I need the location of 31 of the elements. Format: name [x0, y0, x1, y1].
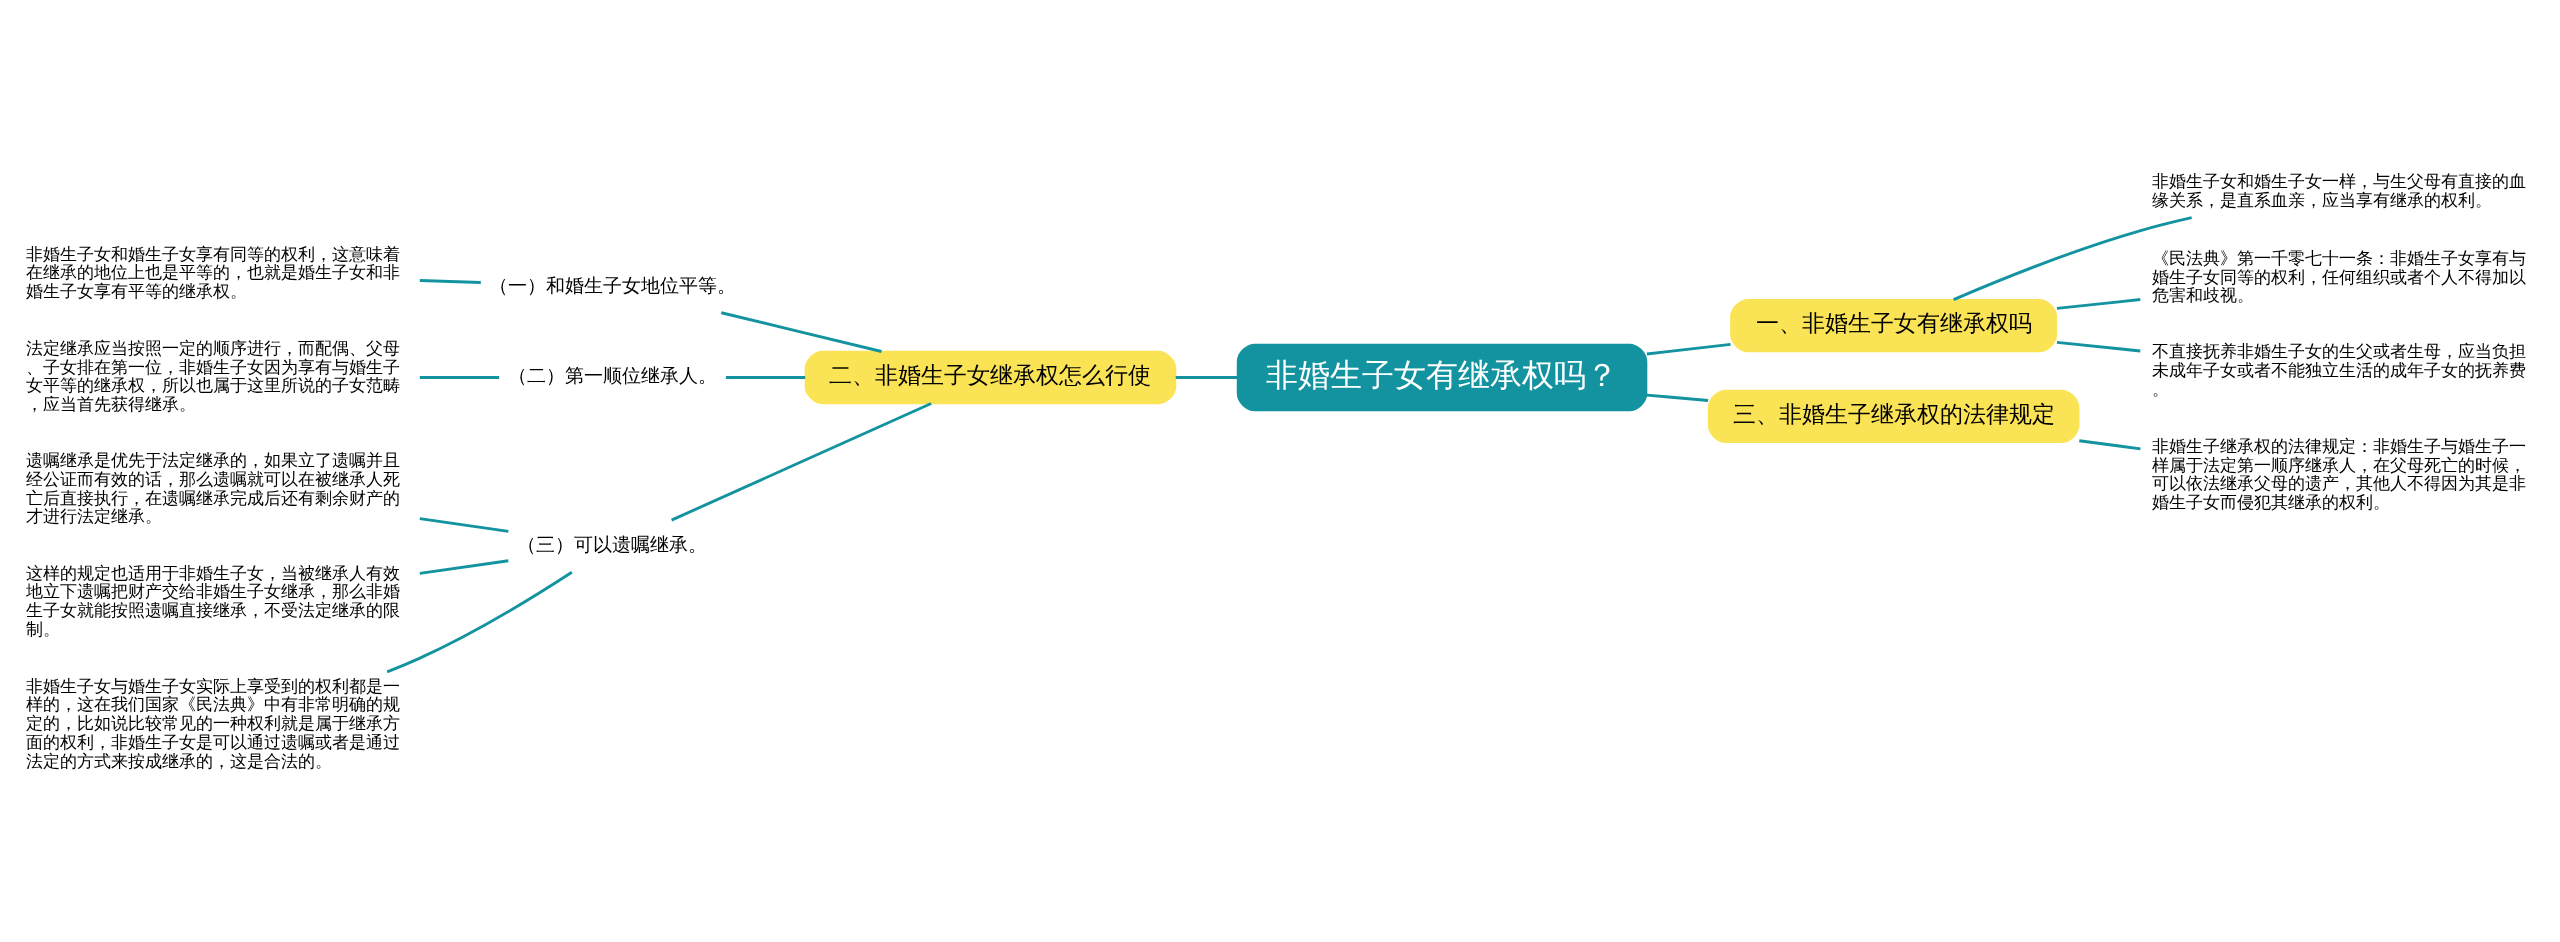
node-text: 法定继承应当按照一定的顺序进行，而配偶、父母、子女排在第一位，非婚生子女因为享有与婚生子女平等的继承权，所以也属于这里所说的子女范畴，应当首先获得继承。 [26, 337, 401, 414]
connector [419, 278, 481, 284]
connector [2056, 297, 2141, 310]
connector [2079, 438, 2141, 450]
connector [1175, 375, 1238, 379]
node-text: （二）第一顺位继承人。 [507, 364, 717, 386]
node-box: 非婚生子女有继承权吗？ [1236, 343, 1648, 411]
node-text: 非婚生子继承权的法律规定：非婚生子与婚生子一样属于法定第一顺序继承人，在父母死亡的时候，可以依法继承父母的遗产，其他人不得因为其是非婚生子女而侵犯其继承的权利。 [2152, 435, 2527, 512]
connector [1646, 342, 1731, 355]
connector [386, 570, 573, 673]
node-text: 非婚生子女和婚生子女享有同等的权利，这意味着在继承的地位上也是平等的，也就是婚生子女和非婚生子女享有平等的继承权。 [26, 243, 401, 301]
connector [419, 558, 509, 575]
node-text: 非婚生子女和婚生子女一样，与生父母有直接的血缘关系，是直系血亲，应当享有继承的权利。 [2152, 170, 2527, 210]
connector [1646, 393, 1709, 402]
node-text: （一）和婚生子女地位平等。 [488, 274, 736, 296]
connector [419, 516, 509, 533]
node-text: 非婚生子女与婚生子女实际上享受到的权利都是一样的，这在我们国家《民法典》中有非常明确的规定的，比如说比较常见的一种权利就是属于继承方面的权利，非婚生子女是可以通过遗嘱或者是通过法定的方式来按成继承的，这是合法的。 [26, 675, 401, 771]
node-text: 遗嘱继承是优先于法定继承的，如果立了遗嘱并且经公证而有效的话，那么遗嘱就可以在被继承人死亡后直接执行，在遗嘱继承完成后还有剩余财产的才进行法定继承。 [26, 449, 401, 526]
node-text: 不直接抚养非婚生子女的生父或者生母，应当负担未成年子女或者不能独立生活的成年子女的抚养费。 [2152, 340, 2527, 399]
connector [1953, 215, 2192, 301]
node-box: 三、非婚生子继承权的法律规定 [1707, 389, 2080, 443]
connector [2056, 340, 2141, 352]
node-text: （三）可以遗嘱继承。 [517, 533, 708, 555]
connector [671, 401, 932, 521]
node-text: 《民法典》第一千零七十一条：非婚生子女享有与婚生子女同等的权利，任何组织或者个人不得加以危害和歧视。 [2152, 247, 2527, 305]
connector [720, 310, 882, 353]
node-box: 一、非婚生子女有继承权吗 [1730, 298, 2058, 352]
connector [725, 375, 806, 379]
node-text: 这样的规定也适用于非婚生子女，当被继承人有效地立下遗嘱把财产交给非婚生子女继承，那么非婚生子女就能按照遗嘱直接继承，不受法定继承的限制。 [26, 562, 401, 639]
node-box: 二、非婚生子女继承权怎么行使 [804, 350, 1177, 404]
connector [419, 375, 500, 379]
